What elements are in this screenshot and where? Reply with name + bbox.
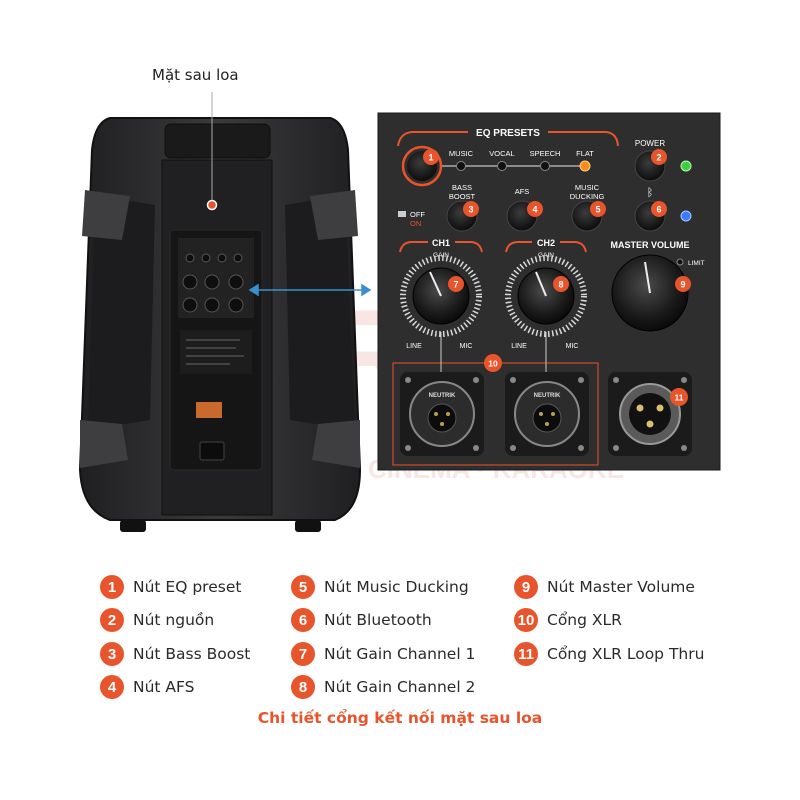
power-led <box>680 160 692 172</box>
eq-flat-label: FLAT <box>576 149 594 158</box>
badge-6: 6 <box>656 205 661 215</box>
right-handle <box>285 195 355 430</box>
limit-led <box>676 258 684 266</box>
power-socket <box>199 441 225 461</box>
badge-11: 11 <box>675 393 684 403</box>
ch1-label: CH1 <box>432 238 450 248</box>
on-label: ON <box>410 219 421 228</box>
badge-1: 1 <box>428 153 433 163</box>
badge-4: 4 <box>532 205 537 215</box>
ch2-mic-label: MIC <box>566 343 579 350</box>
zoom-arrow <box>248 283 372 297</box>
eq-presets-title: EQ PRESETS <box>476 128 540 139</box>
caption: Chi tiết cổng kết nối mặt sau loa <box>257 709 543 727</box>
badge-2: 2 <box>656 153 661 163</box>
power-label: POWER <box>635 139 665 148</box>
panel-badges: 1 2 3 4 5 6 7 8 9 10 11 <box>423 149 691 406</box>
speaker-back-label: Mặt sau loa <box>152 66 239 84</box>
off-label: OFF <box>410 210 425 219</box>
ch2-label: CH2 <box>537 238 555 248</box>
eq-speech-label: SPEECH <box>530 149 561 158</box>
badge-8: 8 <box>558 280 563 290</box>
top-handle <box>164 123 271 159</box>
bass-boost-label-1: BASS <box>452 183 472 192</box>
bass-boost-label-2: BOOST <box>449 192 476 201</box>
control-panel: EQ PRESETS MUSIC VOCAL SPEECH FLAT POWER… <box>377 112 721 471</box>
neutrik-text-1: NEUTRIK <box>429 393 456 399</box>
master-volume-label: MASTER VOLUME <box>610 240 689 250</box>
music-ducking-label-2: DUCKING <box>570 192 605 201</box>
eq-flat-led <box>579 160 591 172</box>
badge-3: 3 <box>468 205 473 215</box>
ch1-mic-label: MIC <box>460 343 473 350</box>
speaker-marker-dot <box>206 199 218 211</box>
left-handle <box>88 195 155 430</box>
music-ducking-label-1: MUSIC <box>575 183 600 192</box>
badge-9: 9 <box>680 280 685 290</box>
bluetooth-led <box>680 210 692 222</box>
afs-label: AFS <box>515 187 530 196</box>
ch2-gain-label: GAIN <box>538 252 554 259</box>
eq-music-label: MUSIC <box>449 149 474 158</box>
ch2-line-label: LINE <box>511 343 527 350</box>
neutrik-text-2: NEUTRIK <box>534 393 561 399</box>
bluetooth-icon: ᛒ <box>647 186 654 199</box>
ch1-gain-label: GAIN <box>433 252 449 259</box>
eq-vocal-label: VOCAL <box>489 149 514 158</box>
badge-10: 10 <box>488 359 498 369</box>
ch1-line-label: LINE <box>406 343 422 350</box>
limit-label: LIMIT <box>688 260 705 267</box>
badge-5: 5 <box>595 205 600 215</box>
badge-7: 7 <box>453 280 458 290</box>
speaker-back <box>78 92 362 532</box>
